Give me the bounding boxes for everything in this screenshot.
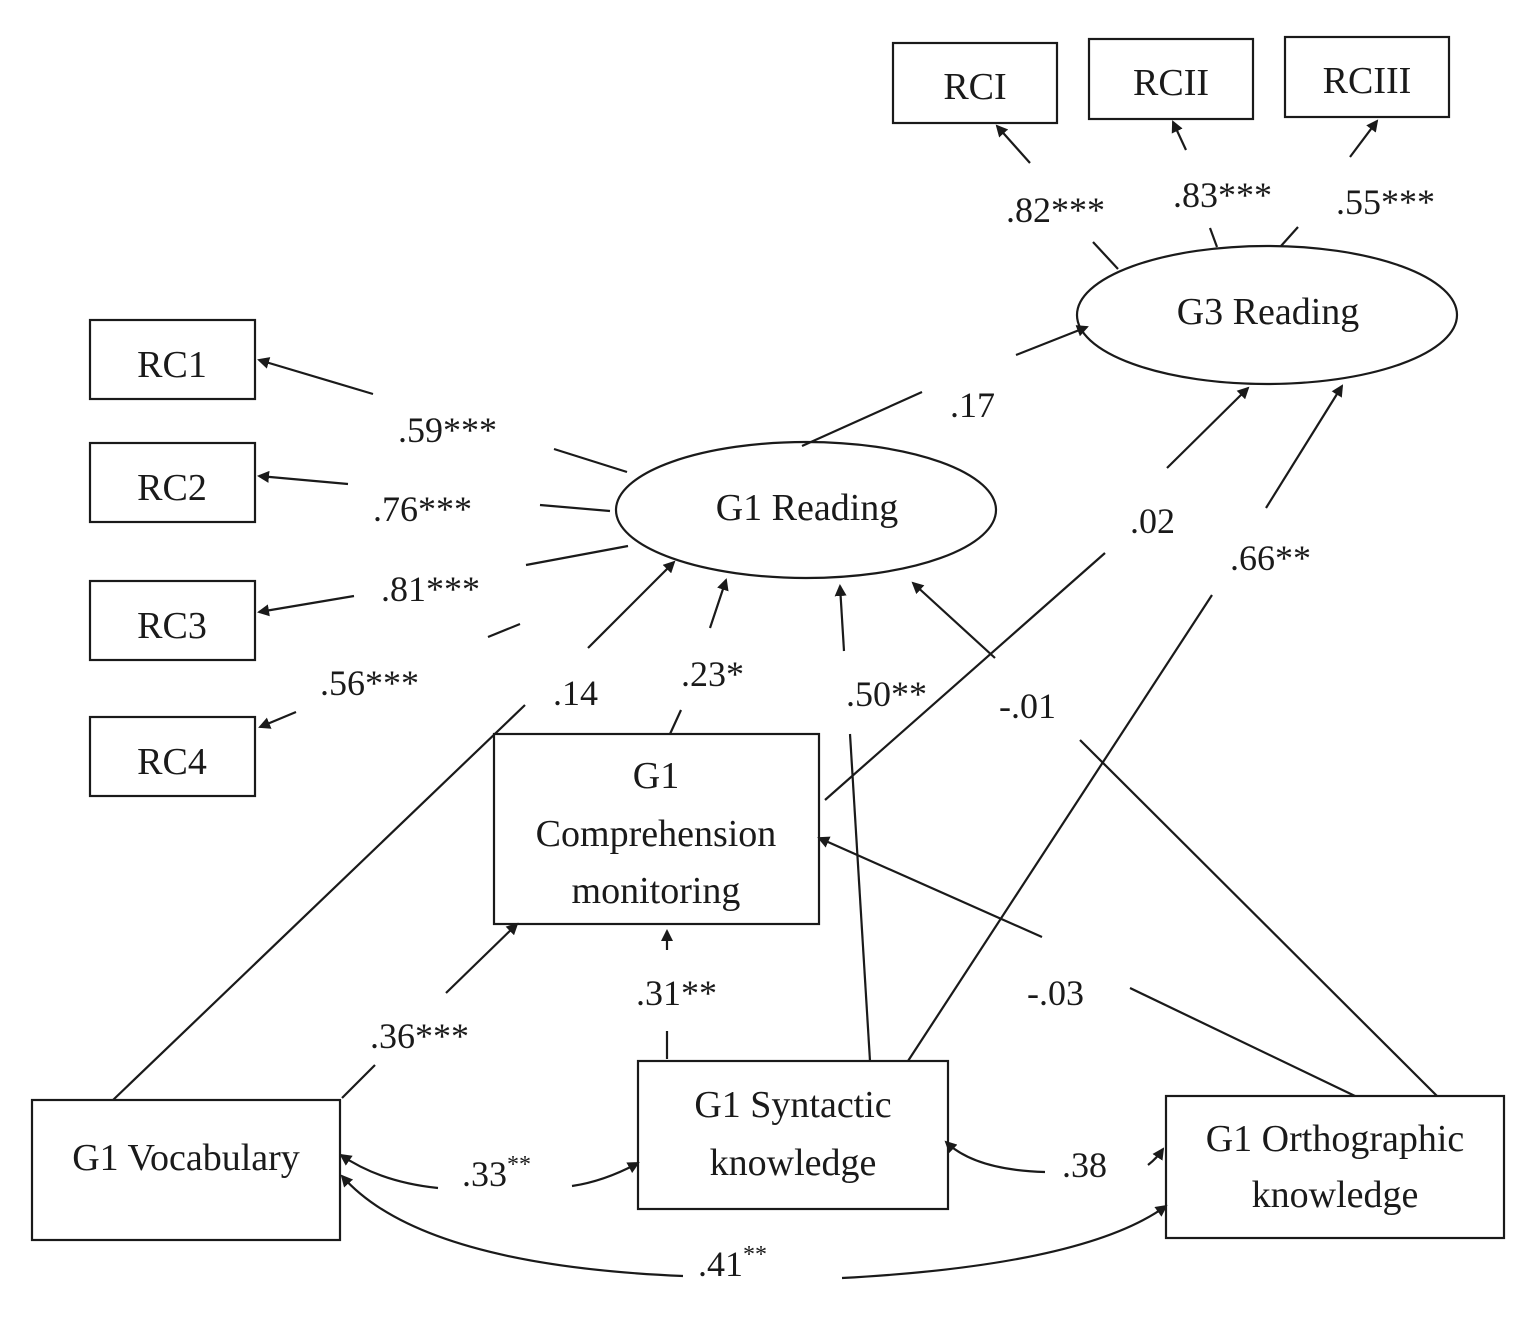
vocab-g1read-path-tail [112,704,526,1101]
coef-synt-g3read: .66** [1230,538,1311,578]
vocab-comp-path-head [445,922,519,994]
synt-ortho-corr-right [1147,1147,1165,1166]
coef-g3-rci: .82*** [1006,190,1105,230]
g3-rciii-path-tail [1280,226,1299,247]
comp-g3read-path-tail [824,552,1106,801]
g1-syntactic-box [636,1059,950,1211]
g1-reading-label: G1 Reading [716,487,899,529]
rciii-label: RCIII [1323,60,1412,102]
rc4-box [88,715,257,798]
comp-g1read-path-tail [669,709,682,735]
g1-rc4-path-tail [487,622,521,639]
g1-orthographic-line1: G1 Orthographic [1206,1118,1465,1160]
g1-vocabulary-box [30,1098,342,1242]
coef-g1read-g3read: .17 [950,385,995,425]
rc3-label: RC3 [137,605,207,647]
coef-g1-rc1: .59*** [398,410,497,450]
coef-synt-comp: .31** [636,973,717,1013]
vocab-synt-corr-right [571,1162,640,1188]
g1-comprehension-box [492,732,821,926]
ortho-g1read-path-head [911,581,996,659]
rcii-label: RCII [1133,62,1209,104]
g1-orthographic-line2: knowledge [1252,1174,1419,1216]
coef-vocab-synt-value: .33 [462,1154,507,1194]
g1-rc3-path-head [257,594,355,617]
g3-rcii-path-head [1171,120,1187,151]
ortho-g1read-path-tail [1079,739,1438,1097]
synt-g1read-path-tail [848,733,872,1062]
coef-comp-g1read: .23* [681,654,744,694]
g1-vocabulary-label: G1 Vocabulary [72,1137,300,1179]
g1-comprehension-line2: Comprehension [536,813,777,855]
g1-rc3-path-tail [525,544,629,567]
coef-vocab-g1read: .14 [553,673,598,713]
g1-syntactic-line1: G1 Syntactic [694,1084,891,1126]
coef-ortho-comp: -.03 [1027,973,1084,1013]
vocab-synt-corr-left [339,1153,439,1190]
coef-g1-rc4: .56*** [320,663,419,703]
g3-rci-path-tail [1092,241,1119,270]
g1-rc1-path-tail [553,447,628,474]
g1-syntactic-line2: knowledge [710,1142,877,1184]
rc1-box [88,318,257,401]
rc2-label: RC2 [137,467,207,509]
g1-reading-ellipse [614,440,998,580]
g1-orthographic-box [1164,1094,1506,1240]
vocab-g1read-path-head [587,560,676,649]
comp-g3read-path-head [1166,386,1250,469]
rcii-box [1087,37,1255,121]
vocab-ortho-corr-left [340,1174,684,1278]
g1read-g3read-path-head [1015,325,1089,357]
coef-g3-rciii: .55*** [1336,182,1435,222]
g1-rc2-path-head [257,470,349,486]
rci-label: RCI [943,66,1006,108]
coef-vocab-ortho-value: .41 [698,1244,743,1284]
g1-rc4-path-head [258,710,297,729]
synt-g1read-path-head [834,584,847,652]
coef-vocab-ortho: .41** [698,1242,767,1284]
coef-g1-rc2: .76*** [373,489,472,529]
g1read-g3read-path-tail [801,390,923,448]
coef-synt-g1read: .50** [846,674,927,714]
g1-comprehension-line1: G1 [633,755,679,797]
g3-rcii-path-tail [1208,227,1219,248]
g1-rc1-path-head [257,357,374,396]
coef-comp-g3read: .02 [1130,501,1175,541]
coef-vocab-ortho-sig: ** [743,1242,767,1268]
comp-g1read-path-head [708,578,729,629]
coef-vocab-synt-sig: ** [507,1152,531,1178]
coef-g3-rcii: .83*** [1173,175,1272,215]
ortho-comp-path-head [817,836,1043,939]
synt-g3read-path-head [1265,384,1344,509]
rc1-label: RC1 [137,344,207,386]
coef-vocab-synt: .33** [462,1152,531,1194]
g1-comprehension-line3: monitoring [572,870,741,912]
coef-ortho-g1read: -.01 [999,686,1056,726]
g1-rc2-path-tail [539,503,611,513]
coef-g1-rc3: .81*** [381,569,480,609]
synt-g3read-path-tail [907,594,1213,1062]
rc4-label: RC4 [137,741,207,783]
rciii-box [1283,35,1451,119]
synt-ortho-corr-left [944,1140,1046,1174]
coef-synt-ortho: .38 [1062,1145,1107,1185]
g3-rci-path-head [995,124,1031,164]
g3-reading-ellipse [1075,244,1459,386]
rc2-box [88,441,257,524]
rc3-box [88,579,257,662]
ortho-comp-path-tail [1129,987,1356,1097]
coef-vocab-comp: .36*** [370,1016,469,1056]
vocab-comp-path-tail [341,1064,376,1099]
g3-rciii-path-head [1349,119,1379,158]
rci-box [891,41,1059,125]
vocab-ortho-corr-right [841,1204,1168,1280]
g3-reading-label: G3 Reading [1177,291,1360,333]
